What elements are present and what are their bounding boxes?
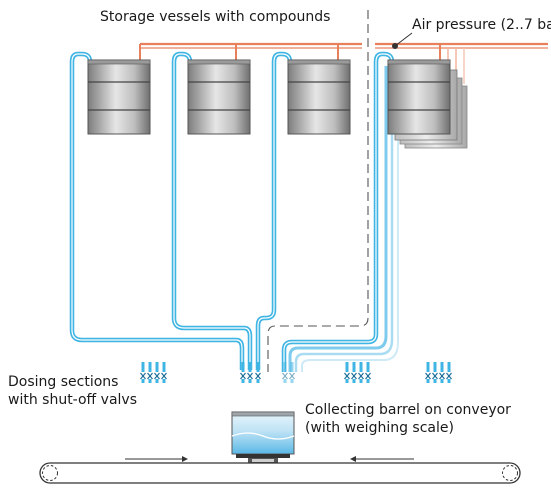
conveyor-arrow-left-icon [350,456,414,462]
dosing-sections-label: Dosing sections [8,374,118,390]
conveyor-arrow-right-icon [125,456,188,462]
weighing-scale-icon [236,454,290,463]
compound-lines [69,51,399,372]
shut-off-valve-icon [343,361,351,384]
storage-drum-stack [387,59,468,149]
storage-drum-icon [287,59,351,135]
collecting-barrel-sublabel: (with weighing scale) [305,420,454,436]
air-pressure-label: Air pressure (2..7 bara) [412,17,551,33]
air-pressure-lines [139,42,548,84]
shut-off-valve-icon [438,361,446,384]
shut-off-valve-icon [350,361,358,384]
shut-off-valve-icon [364,361,372,384]
dosing-section-4 [424,361,453,384]
shut-off-valve-icon [146,361,154,384]
shut-off-valve-icon [153,361,161,384]
dosing-sections-sublabel: with shut-off valvs [8,392,137,408]
shut-off-valve-icon [160,361,168,384]
storage-drum-icon [187,59,251,135]
dosing-section-3 [343,361,372,384]
collecting-barrel-icon [231,411,295,455]
shut-off-valve-icon [445,361,453,384]
divider-dashed-line [267,10,369,372]
conveyor-belt-icon [39,456,521,484]
dosing-section-1 [139,361,168,384]
collecting-barrel-label: Collecting barrel on conveyor [305,402,511,418]
shut-off-valve-icon [139,361,147,384]
shut-off-valve-icon [424,361,432,384]
storage-drum-icon [87,59,151,135]
shut-off-valve-icon [431,361,439,384]
air-pressure-leader [394,32,413,47]
shut-off-valve-icon [357,361,365,384]
storage-drum-icon [387,59,451,135]
storage-vessels-label: Storage vessels with compounds [100,9,330,25]
